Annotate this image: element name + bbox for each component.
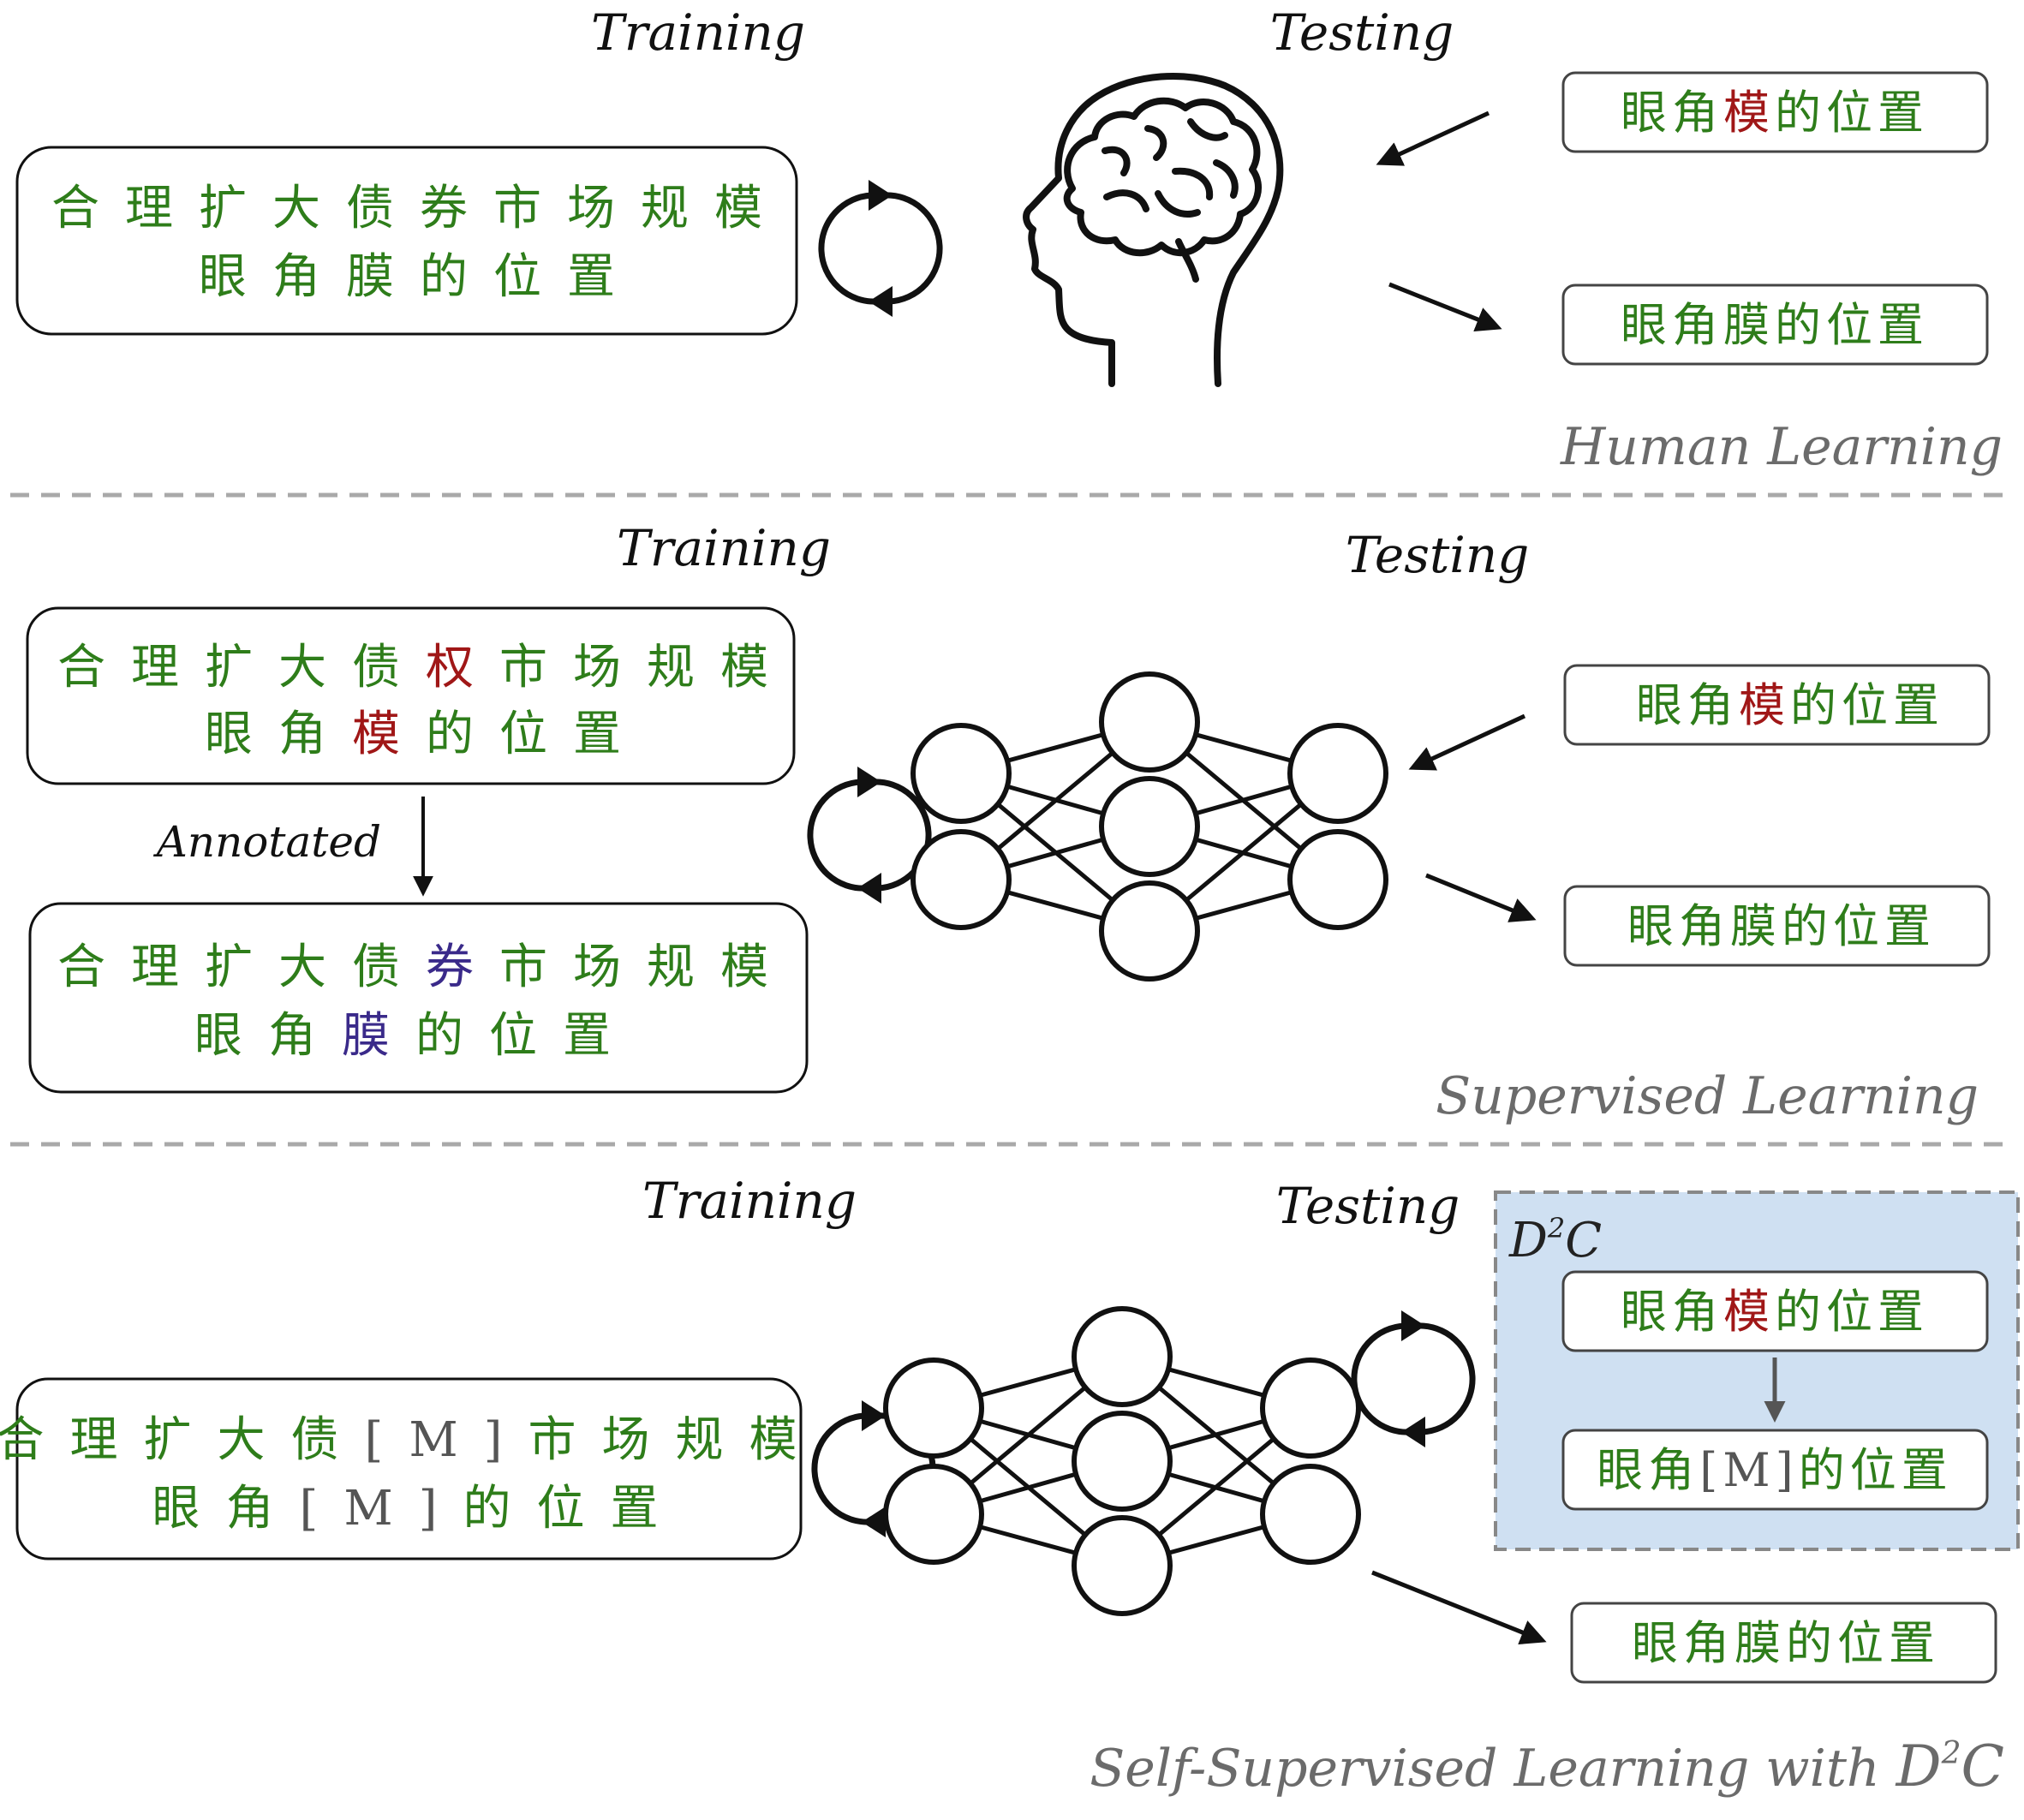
training-sentence-1: 合理扩大债券市场规模 <box>51 181 788 236</box>
head-brain-icon <box>1023 72 1284 387</box>
section-title: Human Learning <box>1560 417 2003 477</box>
neural-network-icon <box>883 1306 1361 1616</box>
noisy-text-box <box>26 606 796 785</box>
annotated-sentence-1: 合理扩大债券市场规模 <box>57 940 794 995</box>
test-input-text: 眼角模的位置 <box>1621 86 1929 140</box>
network-node <box>1072 1306 1173 1407</box>
network-node <box>883 1464 984 1565</box>
testing-heading: Testing <box>1346 526 1530 584</box>
test-output-box <box>1563 885 1991 967</box>
noisy-sentence-2: 眼角模的位置 <box>205 707 647 762</box>
human-learning-section: Training Testing 合理扩大债券市场规模 眼角膜的位置 眼角模的位… <box>15 3 2003 477</box>
input-arrow <box>1376 110 1490 166</box>
output-arrow <box>1425 873 1537 922</box>
test-output-text: 眼角膜的位置 <box>1627 899 1936 953</box>
network-node <box>1099 671 1200 773</box>
self-supervised-section: Training Testing 合理扩大债[M]市场规模 眼角[M]的位置 D… <box>0 1172 2020 1799</box>
d2c-cycle-icon <box>1354 1310 1472 1447</box>
d2c-masked-text: 眼角[M]的位置 <box>1597 1443 1952 1497</box>
annotated-text-box <box>28 902 809 1094</box>
d2c-input-text: 眼角模的位置 <box>1621 1285 1929 1339</box>
network-node <box>1072 1515 1173 1616</box>
d2c-masked-box <box>1561 1429 1989 1511</box>
test-output-text: 眼角膜的位置 <box>1632 1616 1940 1670</box>
output-arrow <box>1371 1570 1547 1645</box>
training-sentence-2: 眼角膜的位置 <box>199 249 641 305</box>
network-node <box>1099 880 1200 982</box>
noisy-sentence-1: 合理扩大债权市场规模 <box>57 640 794 695</box>
network-node <box>1287 829 1388 930</box>
input-arrow <box>1408 713 1526 771</box>
test-output-text: 眼角膜的位置 <box>1621 298 1929 352</box>
test-input-text: 眼角模的位置 <box>1636 678 1944 732</box>
training-heading: Training <box>642 1172 857 1230</box>
network-node <box>911 723 1012 824</box>
network-node <box>1287 723 1388 824</box>
training-heading: Training <box>617 519 831 577</box>
annotated-sentence-2: 眼角膜的位置 <box>194 1008 636 1064</box>
network-node <box>1260 1464 1361 1565</box>
network-node <box>1099 776 1200 877</box>
annotated-label: Annotated <box>153 817 381 867</box>
section-title: Supervised Learning <box>1436 1066 1979 1126</box>
network-node <box>1260 1358 1361 1459</box>
testing-heading: Testing <box>1276 1177 1460 1235</box>
test-output-box <box>1561 283 1989 366</box>
test-output-box <box>1570 1602 1997 1684</box>
training-heading: Training <box>591 3 805 62</box>
network-node <box>911 829 1012 930</box>
d2c-label: D2C <box>1508 1212 1602 1268</box>
network-node <box>883 1358 984 1459</box>
supervised-learning-section: Training Testing 合理扩大债权市场规模 眼角模的位置 Annot… <box>26 519 1991 1126</box>
neural-network-icon <box>911 671 1388 982</box>
testing-heading: Testing <box>1270 3 1454 62</box>
output-arrow <box>1388 282 1502 332</box>
training-text-box <box>15 146 798 336</box>
masked-sentence-2: 眼角[M]的位置 <box>152 1481 684 1537</box>
d2c-input-box <box>1561 1270 1989 1352</box>
masked-sentence-1: 合理扩大债[M]市场规模 <box>0 1412 823 1468</box>
masked-text-box <box>15 1377 803 1560</box>
section-title: Self-Supervised Learning with D2C <box>1090 1733 2004 1799</box>
test-input-box <box>1563 664 1991 746</box>
network-node <box>1072 1411 1173 1512</box>
training-cycle-icon <box>821 180 940 317</box>
test-input-box <box>1561 71 1989 153</box>
